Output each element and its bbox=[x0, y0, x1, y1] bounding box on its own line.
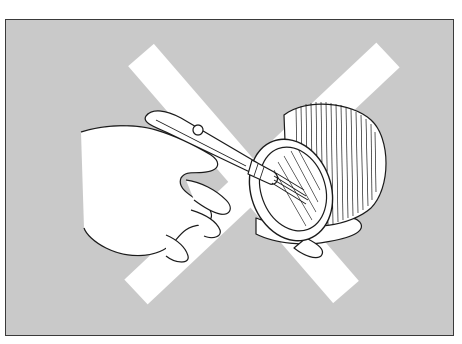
instruction-illustration bbox=[5, 19, 454, 336]
